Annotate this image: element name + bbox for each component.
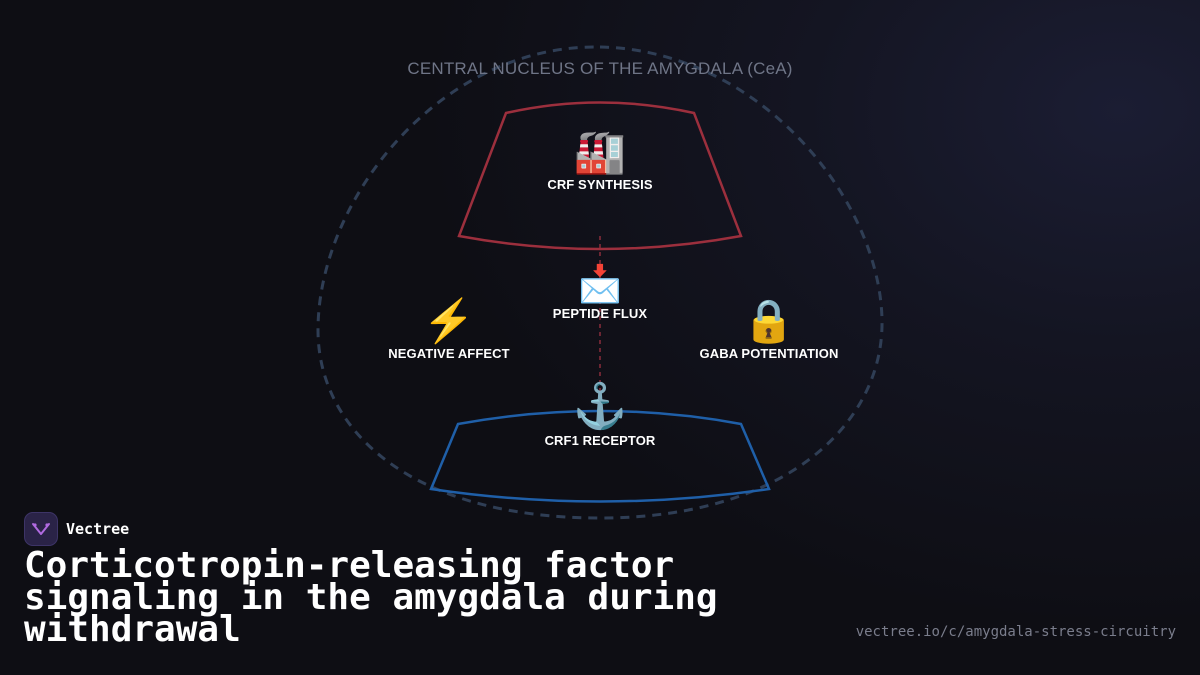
anchor-icon: ⚓ — [572, 382, 628, 431]
node-gaba-potentiation: 🔒 GABA POTENTIATION — [649, 297, 889, 362]
node-crf-synthesis: 🏭 CRF SYNTHESIS — [480, 128, 720, 193]
vectree-logo-mark — [32, 523, 50, 535]
gaba-potentiation-label: GABA POTENTIATION — [699, 346, 839, 361]
node-crf1-receptor: ⚓ CRF1 RECEPTOR — [480, 382, 720, 449]
crf-synthesis-label: CRF SYNTHESIS — [547, 177, 653, 192]
node-negative-affect: ⚡ NEGATIVE AFFECT — [329, 297, 569, 362]
page-title: Corticotropin-releasing factor signaling… — [24, 545, 718, 650]
synthesis-zone — [457, 101, 743, 251]
envelope-with-arrow-icon: 📩 — [577, 263, 623, 304]
crf1-receptor-label: CRF1 RECEPTOR — [544, 433, 656, 448]
receptor-zone — [429, 409, 771, 503]
factory-icon: 🏭 — [573, 128, 627, 175]
lightning-icon: ⚡ — [422, 297, 476, 344]
peptide-flux-label: PEPTIDE FLUX — [552, 306, 648, 321]
vectree-logo-icon — [24, 512, 58, 546]
brand: Vectree — [24, 512, 129, 546]
source-url[interactable]: vectree.io/c/amygdala-stress-circuitry — [855, 624, 1176, 640]
brand-name: Vectree — [66, 520, 130, 538]
region-label: CENTRAL NUCLEUS OF THE AMYGDALA (CeA) — [407, 59, 793, 78]
node-peptide-flux: 📩 PEPTIDE FLUX — [480, 263, 720, 322]
lock-icon: 🔒 — [742, 297, 796, 344]
negative-affect-label: NEGATIVE AFFECT — [388, 346, 510, 361]
